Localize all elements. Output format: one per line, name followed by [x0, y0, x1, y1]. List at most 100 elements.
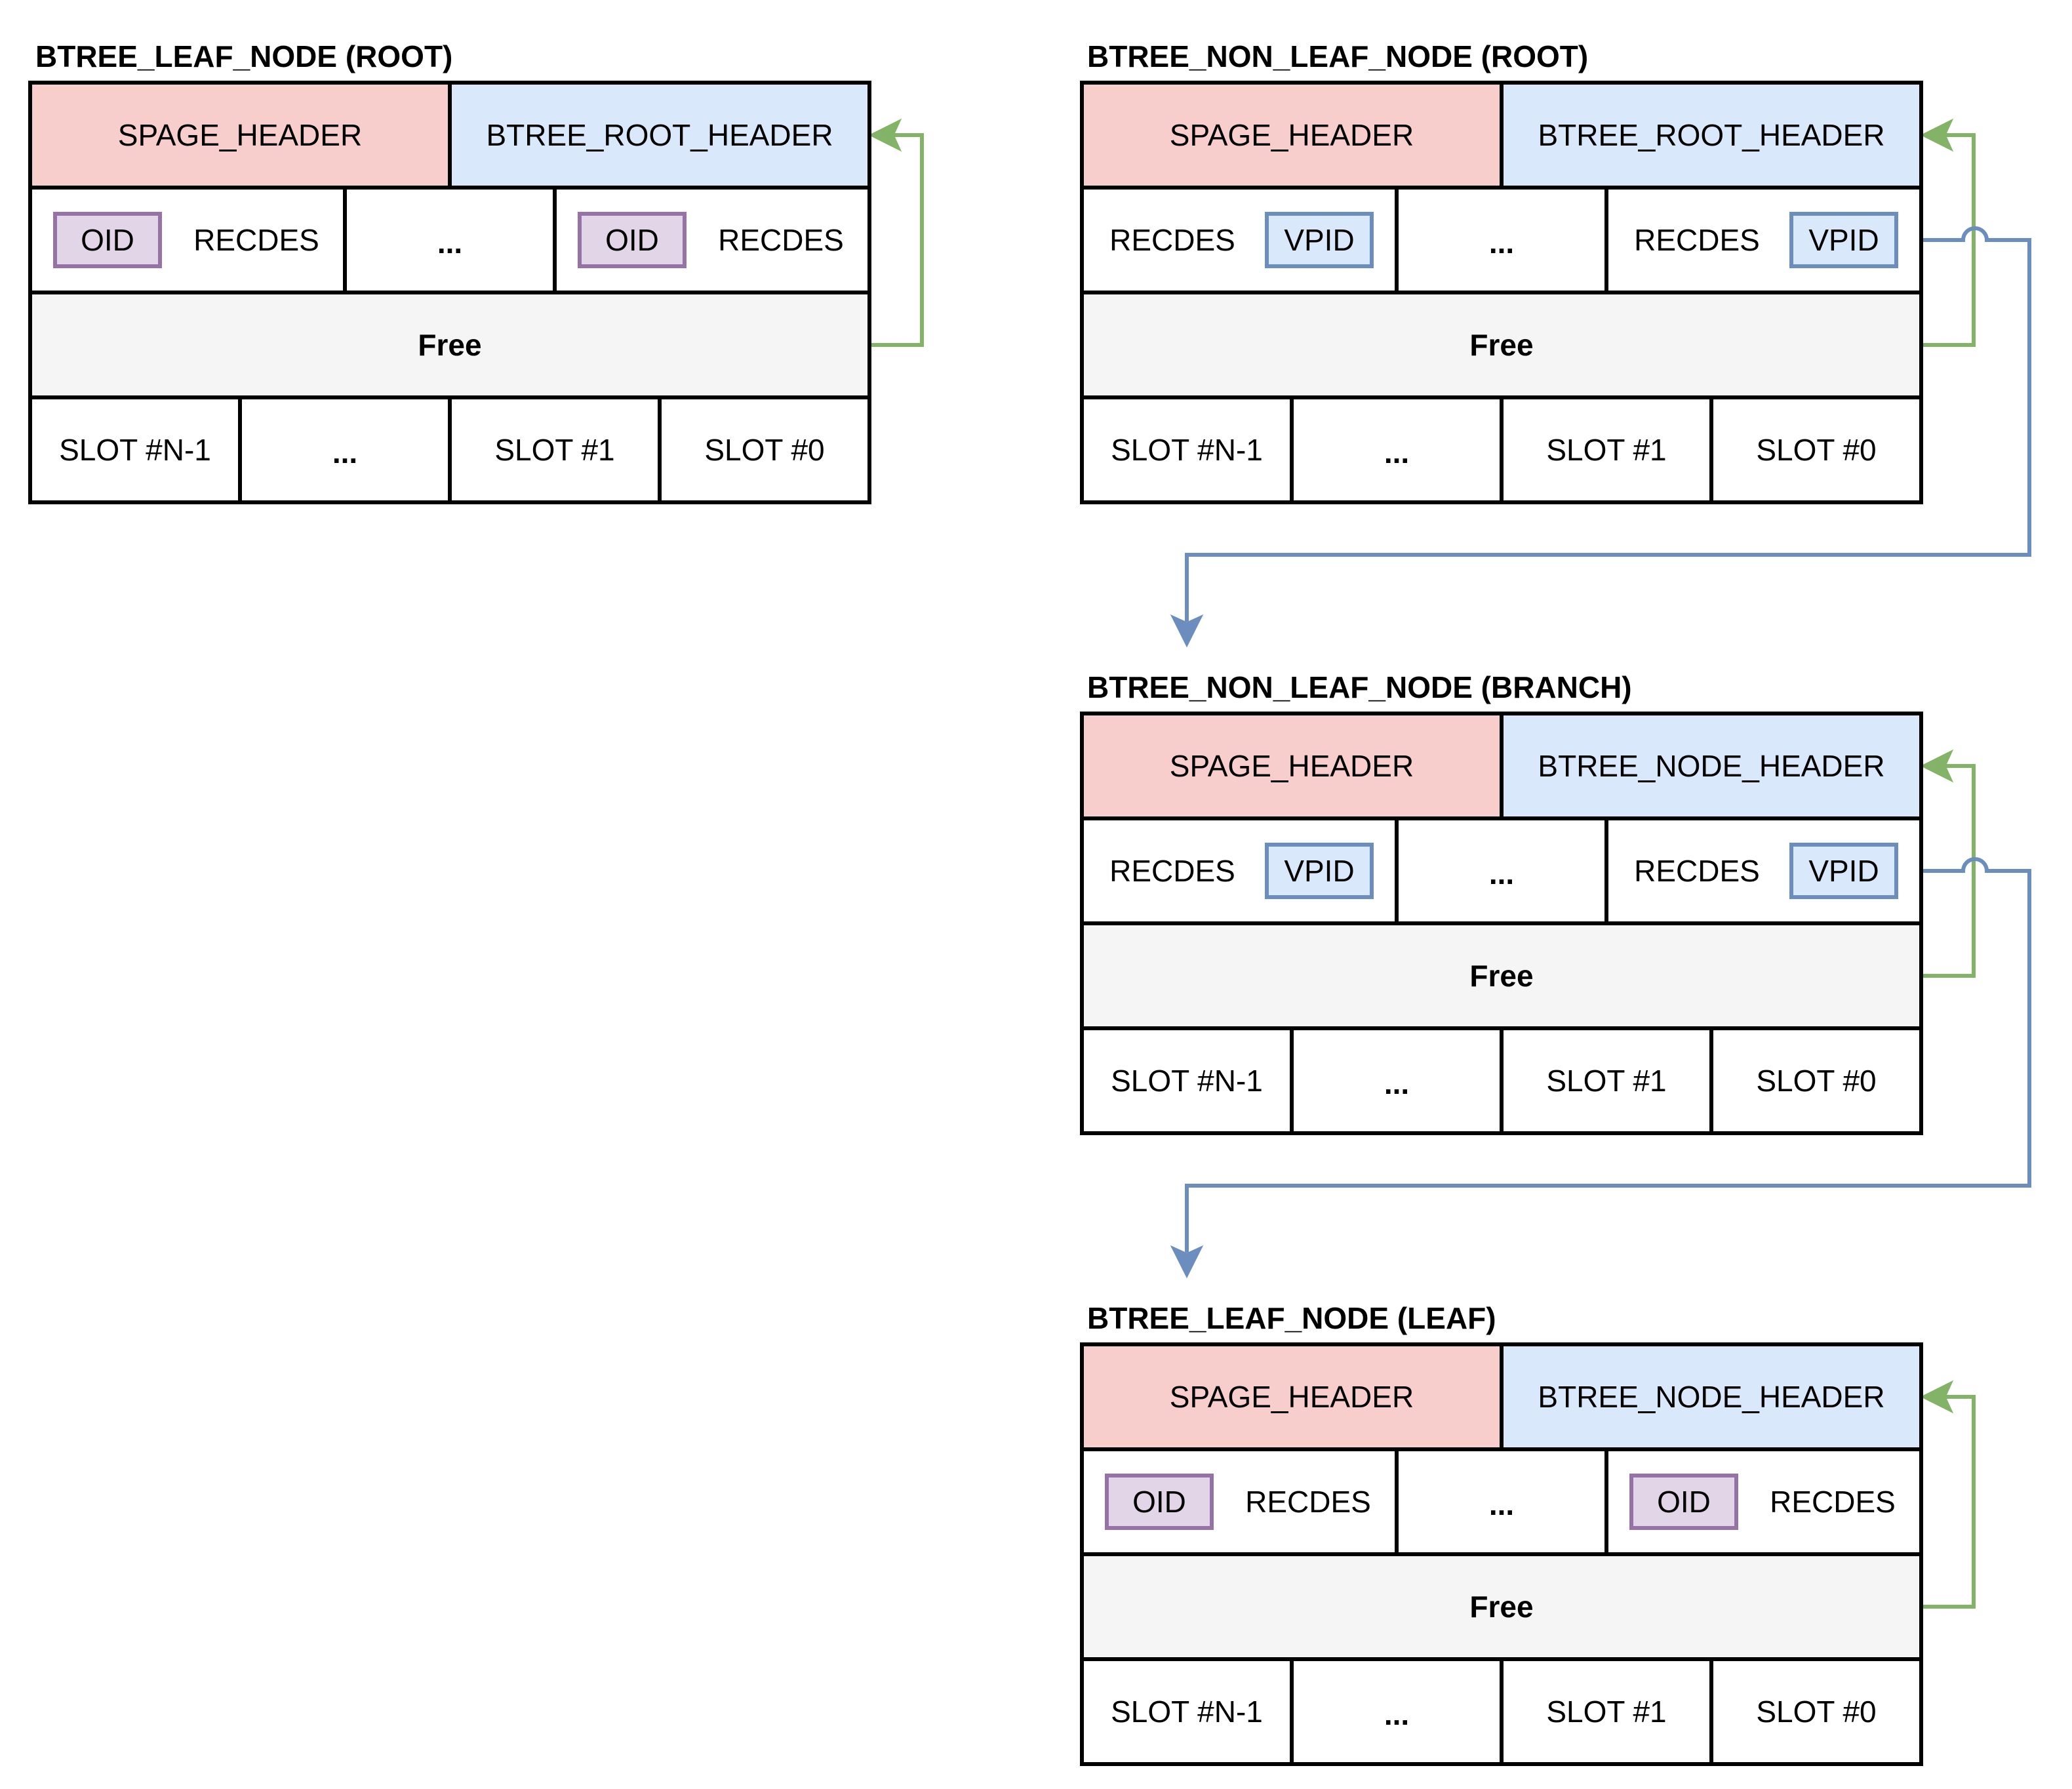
free-space-cell — [1080, 921, 1923, 1030]
arrow-head — [1920, 1380, 1954, 1414]
spage-header-label: SPAGE_HEADER — [1170, 1380, 1414, 1414]
slot-label: SLOT #1 — [1546, 1695, 1666, 1729]
record-ellipsis: ... — [1489, 1487, 1514, 1521]
vpid-box-label: VPID — [1808, 223, 1879, 257]
vpid-box-label: VPID — [1808, 854, 1879, 888]
oid-box — [578, 212, 687, 268]
node-leaf-leaf: BTREE_LEAF_NODE (LEAF) SPAGE_HEADER BTREE_… — [1080, 1301, 1923, 1766]
node-title: BTREE_NON_LEAF_NODE (ROOT) — [1087, 39, 1588, 73]
slot-label: ... — [1384, 1697, 1409, 1731]
slot-label: ... — [1384, 1066, 1409, 1100]
node-title: BTREE_LEAF_NODE (ROOT) — [35, 39, 452, 73]
record-cell-middle — [343, 186, 557, 294]
slot-cell — [1500, 1026, 1713, 1135]
free-space-label: Free — [1469, 959, 1533, 993]
slot-cell — [1290, 395, 1504, 504]
node-nonleaf-branch: BTREE_NON_LEAF_NODE (BRANCH) SPAGE_HEADER… — [1080, 670, 1923, 1135]
vpid-box — [1265, 843, 1374, 899]
arrow-head — [868, 118, 902, 152]
slot-cell — [1290, 1657, 1504, 1766]
node-leaf-root: BTREE_LEAF_NODE (ROOT) SPAGE_HEADER BTREE_… — [28, 39, 871, 504]
oid-box-label: OID — [605, 223, 659, 257]
oid-box-label: OID — [1657, 1485, 1711, 1519]
arrow-head — [1170, 614, 1204, 648]
slot-label: ... — [1384, 435, 1409, 470]
free-space-cell — [28, 291, 871, 399]
slot-label: SLOT #N-1 — [59, 433, 211, 467]
spage-header-label: SPAGE_HEADER — [1170, 118, 1414, 152]
oid-box-label: OID — [1132, 1485, 1186, 1519]
record-cell-middle — [1395, 1447, 1608, 1556]
vpid-box-label: VPID — [1284, 223, 1354, 257]
free-space-label: Free — [418, 328, 481, 362]
btree-header-cell — [1500, 1342, 1923, 1451]
slot-label: SLOT #1 — [1546, 433, 1666, 467]
free-space-label: Free — [1469, 1590, 1533, 1624]
slot-label: SLOT #0 — [1756, 1695, 1876, 1729]
slot-label: SLOT #N-1 — [1111, 433, 1263, 467]
oid-box-label: OID — [81, 223, 134, 257]
arrow-head — [1920, 749, 1954, 783]
slot-cell — [1709, 1657, 1923, 1766]
recdes-label: RECDES — [1634, 223, 1760, 257]
btree-header-label: BTREE_ROOT_HEADER — [1538, 118, 1884, 152]
oid-box — [1629, 1474, 1738, 1530]
arrow-head — [1170, 1245, 1204, 1279]
slot-cell — [1709, 1026, 1923, 1135]
slot-cell — [238, 395, 452, 504]
slot-label: SLOT #N-1 — [1111, 1695, 1263, 1729]
slot-cell — [1080, 395, 1294, 504]
btree-header-label: BTREE_ROOT_HEADER — [486, 118, 833, 152]
vpid-to-child-edge — [1185, 226, 2031, 622]
recdes-label: RECDES — [1109, 854, 1235, 888]
vpid-to-child-edge — [1185, 857, 2031, 1253]
edges-layer — [763, 118, 2031, 1659]
btree-header-label: BTREE_NODE_HEADER — [1538, 749, 1884, 783]
record-ellipsis: ... — [1489, 856, 1514, 891]
node-nonleaf-root: BTREE_NON_LEAF_NODE (ROOT) SPAGE_HEADER BT… — [1080, 39, 1923, 504]
btree-header-cell — [1500, 81, 1923, 190]
slot-label: SLOT #0 — [704, 433, 824, 467]
record-cell-last — [553, 186, 871, 294]
slot-label: SLOT #0 — [1756, 1064, 1876, 1098]
slot-cell — [1080, 1026, 1294, 1135]
node-title: BTREE_LEAF_NODE (LEAF) — [1087, 1301, 1496, 1335]
oid-box — [53, 212, 162, 268]
btree-header-cell — [448, 81, 871, 190]
vpid-box-label: VPID — [1284, 854, 1354, 888]
spage-header-label: SPAGE_HEADER — [118, 118, 362, 152]
free-space-cell — [1080, 1552, 1923, 1661]
vpid-box — [1789, 212, 1898, 268]
btree-header-label: BTREE_NODE_HEADER — [1538, 1380, 1884, 1414]
recdes-label: RECDES — [1245, 1485, 1371, 1519]
slot-cell — [1709, 395, 1923, 504]
slot-label: SLOT #1 — [1546, 1064, 1666, 1098]
recdes-label: RECDES — [1634, 854, 1760, 888]
slot-label: ... — [332, 435, 357, 470]
slot-label: SLOT #0 — [1756, 433, 1876, 467]
spage-header-cell — [1080, 712, 1504, 820]
record-cell-middle — [1395, 186, 1608, 294]
vpid-box — [1265, 212, 1374, 268]
spage-header-cell — [1080, 81, 1504, 190]
oid-box — [1105, 1474, 1214, 1530]
btree-header-cell — [1500, 712, 1923, 820]
spage-header-label: SPAGE_HEADER — [1170, 749, 1414, 783]
slot-label: SLOT #N-1 — [1111, 1064, 1263, 1098]
recdes-label: RECDES — [718, 223, 844, 257]
vpid-box — [1789, 843, 1898, 899]
record-ellipsis: ... — [437, 226, 462, 260]
record-ellipsis: ... — [1489, 226, 1514, 260]
slot-label: SLOT #1 — [494, 433, 614, 467]
slot-cell — [658, 395, 871, 504]
free-space-label: Free — [1469, 328, 1533, 362]
recdes-label: RECDES — [193, 223, 319, 257]
arrow-head — [1920, 118, 1954, 152]
slot-cell — [1500, 395, 1713, 504]
node-title: BTREE_NON_LEAF_NODE (BRANCH) — [1087, 670, 1632, 704]
slot-cell — [1500, 1657, 1713, 1766]
recdes-label: RECDES — [1109, 223, 1235, 257]
recdes-label: RECDES — [1770, 1485, 1896, 1519]
